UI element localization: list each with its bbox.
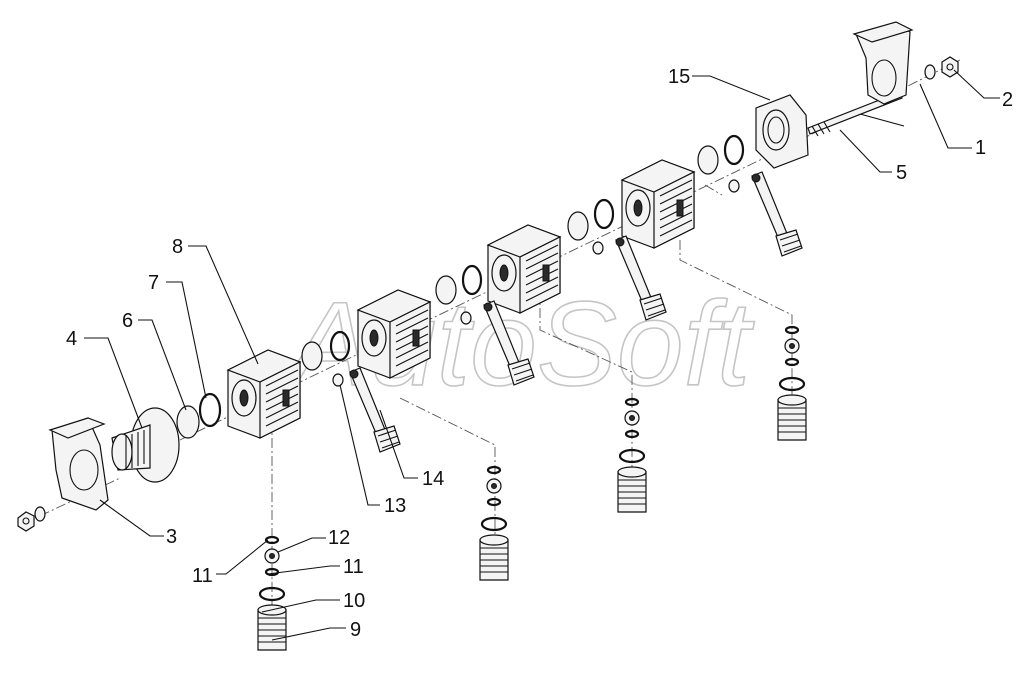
callout-1: 1 <box>975 137 986 159</box>
callout-2: 2 <box>1002 89 1013 111</box>
callout-11-right: 11 <box>343 556 364 578</box>
lever-4 <box>751 171 803 257</box>
pins <box>332 179 740 387</box>
end-plate <box>755 94 809 169</box>
callout-9: 9 <box>350 619 361 641</box>
callout-13: 13 <box>384 495 406 517</box>
callout-12: 12 <box>328 527 350 549</box>
port-stack-4 <box>776 325 808 442</box>
port-stack-2 <box>478 465 510 582</box>
callout-15: 15 <box>668 66 690 88</box>
nut-right <box>941 56 959 78</box>
callout-7: 7 <box>148 272 159 294</box>
callout-5: 5 <box>896 162 907 184</box>
callout-10: 10 <box>343 590 365 612</box>
tie-rod <box>807 91 905 137</box>
valve-body-8 <box>227 349 301 439</box>
callout-14: 14 <box>422 468 444 490</box>
callout-labels: 1 2 3 4 5 6 7 8 9 10 11 11 12 13 14 15 <box>66 66 1013 641</box>
leader-lines <box>84 69 1000 641</box>
ring-part <box>176 405 200 439</box>
callout-6: 6 <box>122 310 133 332</box>
valve-body-4 <box>621 159 695 249</box>
seal-rings <box>301 134 745 371</box>
flange-part <box>111 407 180 483</box>
port-stack-1 <box>256 535 288 652</box>
callout-11-left: 11 <box>192 565 213 587</box>
callout-3: 3 <box>166 526 177 548</box>
nut-left <box>17 506 46 532</box>
o-ring <box>198 392 222 428</box>
callout-8: 8 <box>172 236 183 258</box>
bracket-left <box>48 417 109 511</box>
washer-right <box>924 64 936 80</box>
callout-4: 4 <box>66 328 77 350</box>
bracket-right <box>852 21 914 105</box>
